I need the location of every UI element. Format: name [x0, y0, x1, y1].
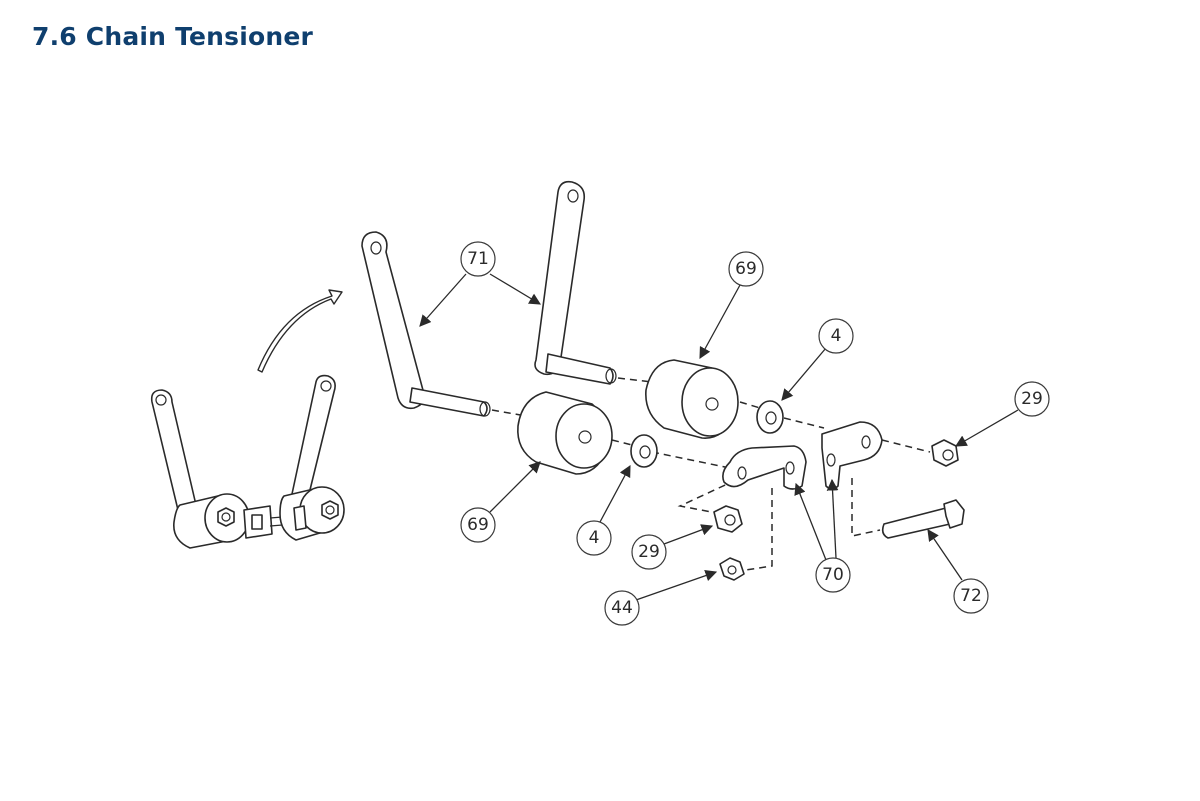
page-title: 7.6 Chain Tensioner [32, 22, 314, 51]
callout-4-upper: 4 [818, 318, 854, 354]
callout-69-upper: 69 [728, 251, 764, 287]
assembled-tensioner-view [150, 374, 345, 549]
exploded-tensioner-view [361, 180, 965, 581]
svg-text:4: 4 [831, 326, 842, 346]
callout-70: 70 [815, 557, 851, 593]
svg-text:4: 4 [589, 528, 600, 548]
svg-text:71: 71 [467, 249, 489, 269]
callout-71: 71 [460, 241, 496, 277]
direction-arrow-icon [257, 289, 343, 373]
callout-69-lower: 69 [460, 507, 496, 543]
svg-text:44: 44 [611, 598, 633, 618]
svg-text:70: 70 [822, 565, 844, 585]
callout-29-right: 29 [1014, 381, 1050, 417]
leader-lines [419, 273, 1019, 601]
callout-29-lower: 29 [631, 534, 667, 570]
svg-text:69: 69 [735, 259, 757, 279]
svg-text:72: 72 [960, 586, 982, 606]
callout-4-lower: 4 [576, 520, 612, 556]
callout-72: 72 [953, 578, 989, 614]
svg-text:29: 29 [1021, 389, 1043, 409]
callout-44: 44 [604, 590, 640, 626]
svg-text:29: 29 [638, 542, 660, 562]
svg-text:69: 69 [467, 515, 489, 535]
